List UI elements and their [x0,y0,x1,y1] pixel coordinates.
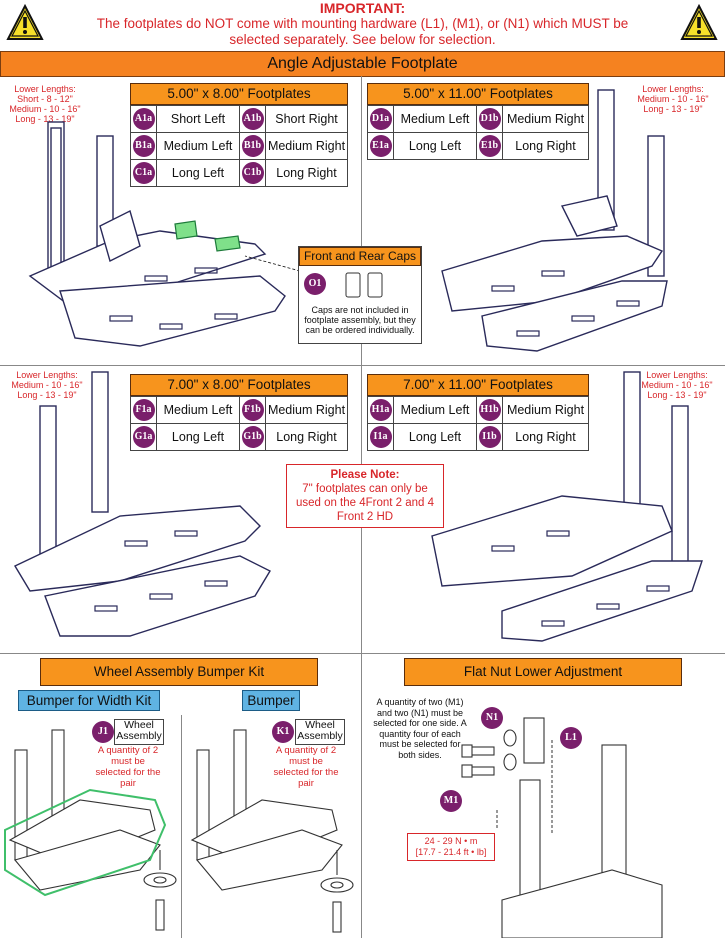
lower-lengths-mid-right: Lower Lengths:Medium - 10 - 16"Long - 13… [641,370,713,400]
part-badge: A1a [132,108,155,130]
part-badge: C1a [132,162,155,184]
part-badge: D1b [478,108,501,130]
wheel-section-header: Wheel Assembly Bumper Kit [40,658,318,686]
part-badge: F1b [241,399,264,421]
part-badge-j1: J1 [92,721,114,743]
important-line-1: The footplates do NOT come with mounting… [96,16,629,31]
table-7x11-title: 7.00" x 11.00" Footplates [367,374,589,396]
part-badge: I1b [478,426,501,448]
part-badge: H1a [369,399,392,421]
part-badge: G1b [241,426,264,448]
warning-icon-left [6,3,44,42]
lower-lengths-top-right: Lower Lengths:Medium - 10 - 16"Long - 13… [637,84,709,114]
part-label: Long Left [393,423,477,451]
caps-title: Front and Rear Caps [299,247,421,266]
vertical-divider-top [361,76,362,653]
footplate-7x8-illustration [14,371,271,637]
main-section-header: Angle Adjustable Footplate [0,51,725,77]
part-badge-l1: L1 [560,727,582,749]
part-label: Medium Right [502,396,589,424]
part-badge: I1a [369,426,392,448]
bumper-width-kit-illustration [4,729,177,931]
part-label: Medium Right [502,105,589,133]
part-label: Long Left [156,423,240,451]
part-badge: E1b [478,135,501,157]
part-label: Long Right [502,132,589,160]
important-line-2: selected separately. See below for selec… [229,32,496,47]
flatnut-section-header: Flat Nut Lower Adjustment [404,658,682,686]
vertical-divider-wheel [181,715,182,938]
part-label: Medium Right [265,396,348,424]
part-badge: H1b [478,399,501,421]
part-badge: G1a [132,426,155,448]
part-label: Long Right [265,423,348,451]
bumper-illustration [190,729,354,933]
part-label: Short Right [265,105,348,133]
flatnut-illustration [461,717,663,938]
part-badge: E1a [369,135,392,157]
part-badge-n1: N1 [481,707,503,729]
part-label: Medium Left [156,132,240,160]
part-badge-o1: O1 [304,273,326,295]
please-note-title: Please Note: [330,469,400,481]
horizontal-divider-2 [0,653,725,654]
warning-icon-right [680,3,718,42]
caps-icon [345,272,383,298]
bumper-width-kit-label: Bumper for Width Kit [18,690,160,711]
table-5x8-title: 5.00" x 8.00" Footplates [130,83,348,105]
part-badge: D1a [369,108,392,130]
part-label: Long Right [265,159,348,187]
part-label: Medium Right [265,132,348,160]
caps-callout: Front and Rear Caps O1 Caps are not incl… [298,246,422,344]
part-badge-m1: M1 [440,790,462,812]
footplate-5x8-illustration [28,121,301,347]
lower-lengths-mid-left: Lower Lengths:Medium - 10 - 16"Long - 13… [11,370,83,400]
part-label: Long Left [393,132,477,160]
part-label: Long Left [156,159,240,187]
important-title: IMPORTANT: [319,0,406,16]
torque-spec: 24 - 29 N • m[17.7 - 21.4 ft • lb] [407,833,495,861]
flatnut-instructions: A quantity of two (M1)and two (N1) must … [373,697,467,760]
lower-lengths-top-left: Lower Lengths:Short - 8 - 12"Medium - 10… [9,84,81,124]
horizontal-divider-1 [0,365,725,366]
footplate-5x11-illustration [441,89,668,352]
part-badge: C1b [241,162,264,184]
table-5x11-title: 5.00" x 11.00" Footplates [367,83,589,105]
table-7x8-title: 7.00" x 8.00" Footplates [130,374,348,396]
part-badge: A1b [241,108,264,130]
part-label: Long Right [502,423,589,451]
bumper-label: Bumper [242,690,300,711]
part-badge: B1a [132,135,155,157]
important-notice: IMPORTANT: The footplates do NOT come wi… [0,0,725,48]
please-note-box: Please Note: 7" footplates can only be u… [286,464,444,528]
part-badge: F1a [132,399,155,421]
part-badge-k1: K1 [272,721,294,743]
footplate-7x11-illustration [431,371,703,642]
part-badge: B1b [241,135,264,157]
please-note-line: Front 2 HD [336,511,394,523]
please-note-line: used on the 4Front 2 and 4 [295,497,435,509]
vertical-divider-bottom [361,654,362,938]
please-note-line: 7" footplates can only be [302,483,428,495]
